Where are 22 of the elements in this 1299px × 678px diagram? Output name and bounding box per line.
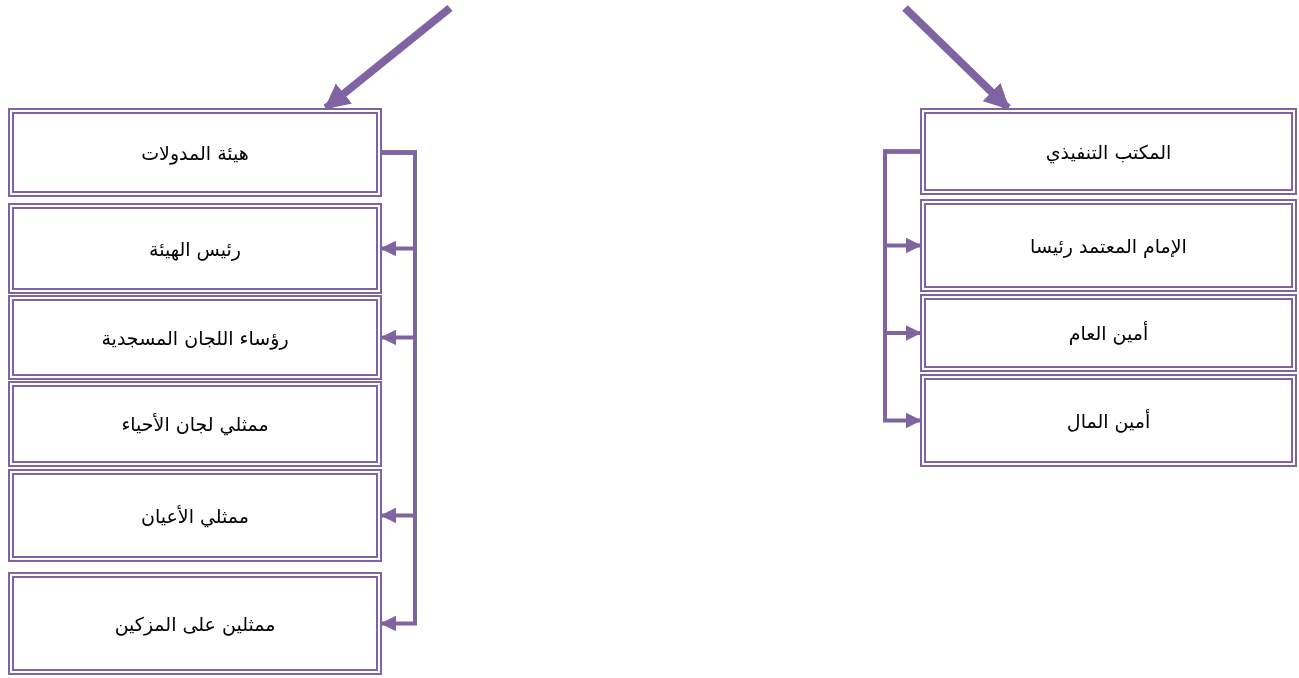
box-label: أمين المال [1066, 409, 1151, 432]
org-box [920, 374, 1297, 467]
box-label: هيئة المدولات [141, 141, 249, 164]
org-box [920, 294, 1297, 372]
org-box [8, 381, 382, 467]
box-label: ممثلي لجان الأحياء [121, 413, 269, 435]
box-label: ممثلي الأعيان [141, 504, 249, 527]
box-label: أمين العام [1068, 322, 1149, 344]
arrow [883, 149, 922, 429]
box-label: رئيس الهيئة [149, 237, 241, 260]
box-label: رؤساء اللجان المسجدية [101, 326, 289, 349]
box-label: ممثلين على المزكين [114, 612, 276, 635]
arrow [902, 5, 1011, 111]
box-label: المكتب التنفيذي [1045, 140, 1172, 163]
org-box [8, 469, 382, 562]
box-label: الإمام المعتمد رئيسا [1030, 234, 1187, 257]
org-box [920, 199, 1297, 292]
org-box [8, 203, 382, 294]
org-box [920, 108, 1297, 195]
org-box [8, 108, 382, 197]
org-box [8, 572, 382, 675]
org-box [8, 295, 382, 380]
